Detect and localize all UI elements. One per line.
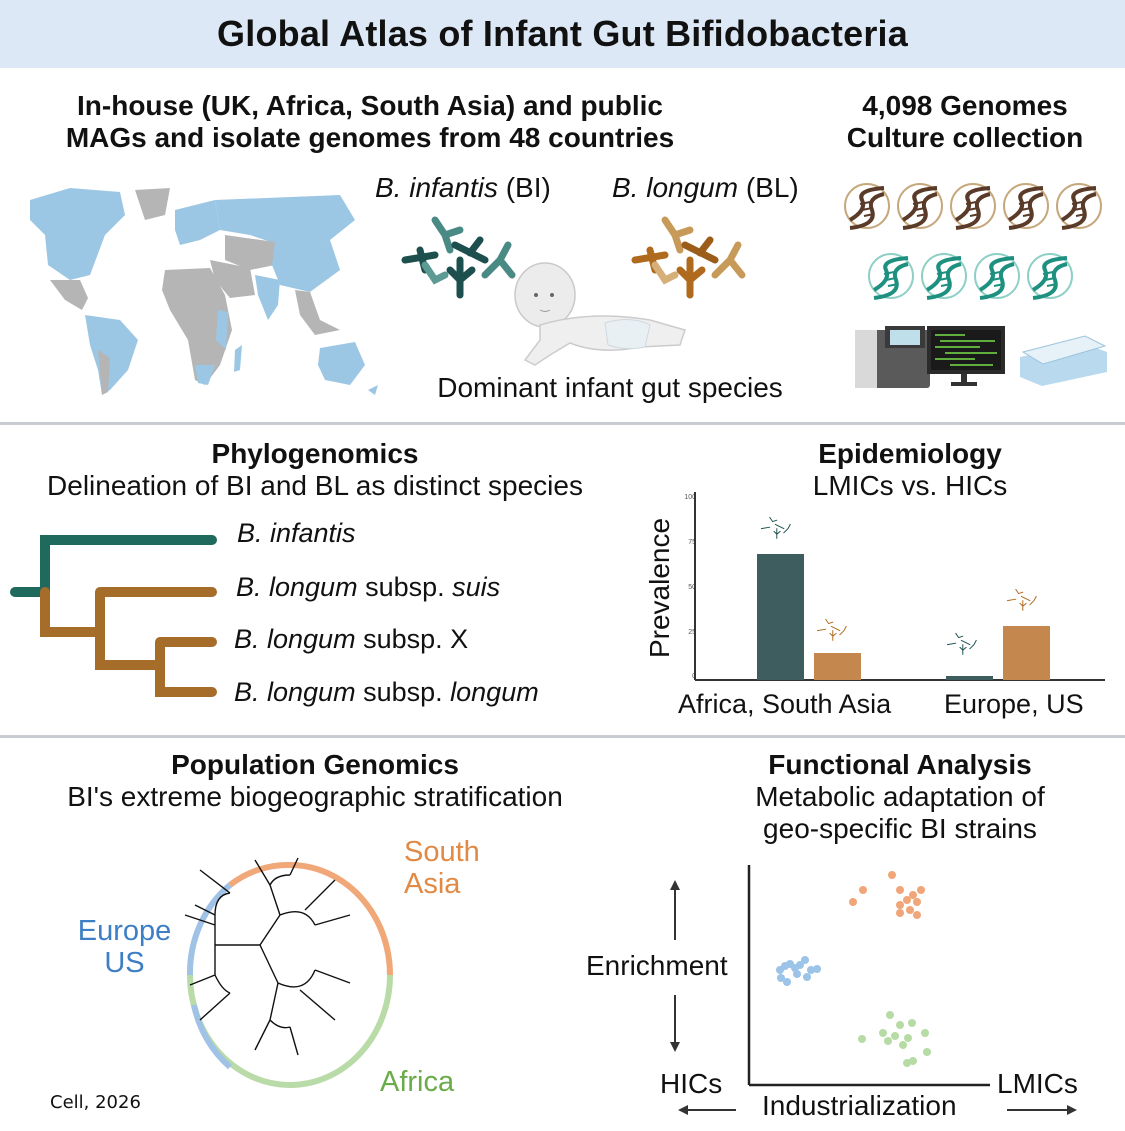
- leaf-genus-species: B. longum: [236, 572, 358, 602]
- dna-icon: [868, 253, 914, 300]
- citation: Cell, 2026: [50, 1092, 141, 1113]
- phylogenomics-title: Phylogenomics: [211, 438, 419, 469]
- europe-line1: Europe: [77, 915, 172, 947]
- phylogenomics-subtitle: Delineation of BI and BL as distinct spe…: [47, 470, 583, 501]
- enrichment-arrows-icon: [670, 880, 680, 1052]
- species-caption: Dominant infant gut species: [437, 372, 783, 403]
- datasets-title-line1: In-house (UK, Africa, South Asia) and pu…: [77, 90, 663, 121]
- dna-icon: [921, 253, 967, 300]
- tree-leaf-b-longum-suis: B. longum subsp. suis: [236, 572, 500, 603]
- bar-bi-africa-south-asia: [757, 554, 804, 680]
- population-subtitle: BI's extreme biogeographic stratificatio…: [67, 781, 563, 812]
- dna-icon: [1003, 183, 1049, 230]
- region-label-south-asia: South Asia: [404, 836, 480, 900]
- tree-leaf-b-longum-x: B. longum subsp. X: [234, 624, 468, 655]
- genomes-title: 4,098 Genomes Culture collection: [820, 90, 1110, 154]
- world-map-icon: [30, 188, 378, 395]
- dna-icon: [950, 183, 996, 230]
- ylabel-text: Prevalence: [644, 517, 675, 659]
- bl-abbr: (BL): [738, 172, 799, 203]
- europe-us-points: [776, 956, 821, 986]
- dna-icon: [844, 183, 890, 230]
- south-asia-line2: Asia: [404, 868, 461, 900]
- leaf-subsp-name: longum: [450, 677, 539, 707]
- europe-line2: US: [104, 947, 145, 979]
- epidemiology-header: Epidemiology LMICs vs. HICs: [700, 438, 1120, 502]
- xcat-europe-us: Europe, US: [944, 689, 1084, 719]
- prevalence-bar-chart: [694, 492, 1105, 681]
- monitor-icon: [927, 326, 1005, 386]
- population-header: Population Genomics BI's extreme biogeog…: [0, 749, 630, 813]
- bl-marker-icon: [816, 588, 1037, 641]
- functional-title: Functional Analysis: [768, 749, 1032, 780]
- dna-row-brown: [842, 180, 1104, 232]
- bi-name: B. infantis: [375, 172, 498, 203]
- region-label-europe-us: Europe US: [72, 915, 177, 979]
- ytick: 50: [688, 584, 696, 591]
- section-divider-2: [0, 735, 1125, 738]
- dna-icon: [1056, 183, 1102, 230]
- x-left-label-hics: HICs: [660, 1068, 723, 1099]
- epidemiology-subtitle: LMICs vs. HICs: [812, 470, 1008, 501]
- population-title: Population Genomics: [171, 749, 459, 780]
- africa-points: [858, 1011, 931, 1067]
- region-label-africa: Africa: [380, 1066, 455, 1098]
- leaf-subsp: subsp.: [357, 572, 453, 602]
- title-banner: Global Atlas of Infant Gut Bifidobacteri…: [0, 0, 1125, 68]
- south-asia-points: [849, 871, 925, 919]
- bl-bacteria-cluster-icon: [631, 216, 746, 299]
- bi-bacteria-cluster-icon: [401, 216, 516, 299]
- datasets-title-line2: MAGs and isolate genomes from 48 countri…: [65, 122, 675, 153]
- functional-header: Functional Analysis Metabolic adaptation…: [700, 749, 1100, 845]
- tree-leaf-b-infantis: B. infantis: [237, 518, 356, 549]
- leaf-subsp: subsp.: [355, 677, 451, 707]
- page-title: Global Atlas of Infant Gut Bifidobacteri…: [217, 13, 908, 54]
- tree-leaf-b-longum-longum: B. longum subsp. longum: [234, 677, 539, 708]
- leaf-genus-species: B. longum: [234, 677, 356, 707]
- dna-icon: [897, 183, 943, 230]
- ytick: 25: [688, 629, 696, 636]
- leaf-subsp-name: suis: [452, 572, 501, 602]
- phylogenomics-header: Phylogenomics Delineation of BI and BL a…: [0, 438, 630, 502]
- arrow-right-icon: [1007, 1105, 1077, 1115]
- dna-row-teal: [866, 250, 1075, 302]
- enrichment-scatter-plot: [747, 865, 990, 1087]
- arrow-left-icon: [678, 1105, 736, 1115]
- genomes-count: 4,098 Genomes: [862, 90, 1068, 121]
- industrialization-label: Industrialization: [762, 1090, 957, 1121]
- leaf-subsp: subsp. X: [355, 624, 469, 654]
- dna-icon: [1027, 253, 1073, 300]
- datasets-title: In-house (UK, Africa, South Asia) and pu…: [10, 90, 730, 154]
- bar-bi-europe-us: [946, 676, 993, 680]
- south-asia-line1: South: [404, 836, 480, 868]
- bi-species-label: B. infantis (BI): [375, 172, 551, 204]
- functional-subtitle-line1: Metabolic adaptation of: [755, 781, 1045, 812]
- functional-subtitle-line2: geo-specific BI strains: [763, 813, 1037, 844]
- x-right-label-lmics: LMICs: [997, 1068, 1078, 1099]
- dna-icon: [974, 253, 1020, 300]
- epidemiology-title: Epidemiology: [818, 438, 1002, 469]
- sequencer-icon: [855, 326, 930, 388]
- bl-species-label: B. longum (BL): [612, 172, 799, 204]
- prevalence-axis-label: Prevalence: [640, 498, 680, 678]
- ytick: 100: [684, 494, 696, 501]
- enrichment-label: Enrichment: [586, 950, 728, 981]
- leaf-genus-species: B. longum: [234, 624, 356, 654]
- section-divider-1: [0, 422, 1125, 425]
- phylogenetic-tree-icon: [10, 535, 217, 697]
- lab-equipment-illustration: [855, 326, 1107, 388]
- ytick: 75: [688, 539, 696, 546]
- bar-bl-africa-south-asia: [814, 653, 861, 680]
- genomes-subtitle: Culture collection: [846, 122, 1084, 153]
- well-plate-icon: [1020, 335, 1107, 386]
- circular-phylogeny-icon: [184, 857, 393, 1088]
- bi-marker-icon: [760, 516, 977, 655]
- leaf-genus-species: B. infantis: [237, 518, 356, 548]
- bi-abbr: (BI): [497, 172, 551, 203]
- infant-icon: [514, 262, 686, 366]
- xcat-africa-south-asia: Africa, South Asia: [678, 689, 892, 719]
- bl-name: B. longum: [612, 172, 739, 203]
- bar-bl-europe-us: [1003, 626, 1050, 680]
